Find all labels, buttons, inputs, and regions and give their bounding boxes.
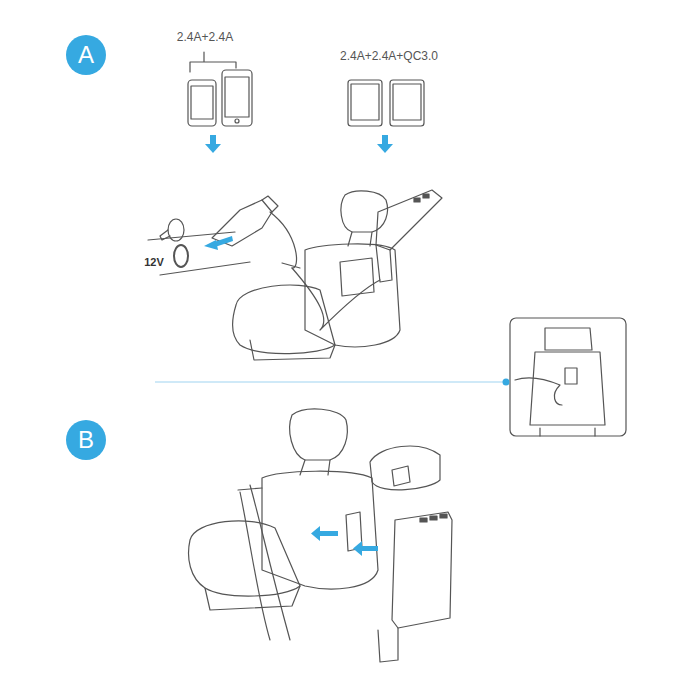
rating-label: 2.4A+2.4A [177,31,233,44]
step-letter: B [78,428,94,452]
step-letter: A [78,43,94,67]
step-badge: B [66,420,106,460]
rating-label: 2.4A+2.4A+QC3.0 [340,50,438,63]
step-badge: A [66,35,106,75]
rating-label: 12V [144,256,164,268]
